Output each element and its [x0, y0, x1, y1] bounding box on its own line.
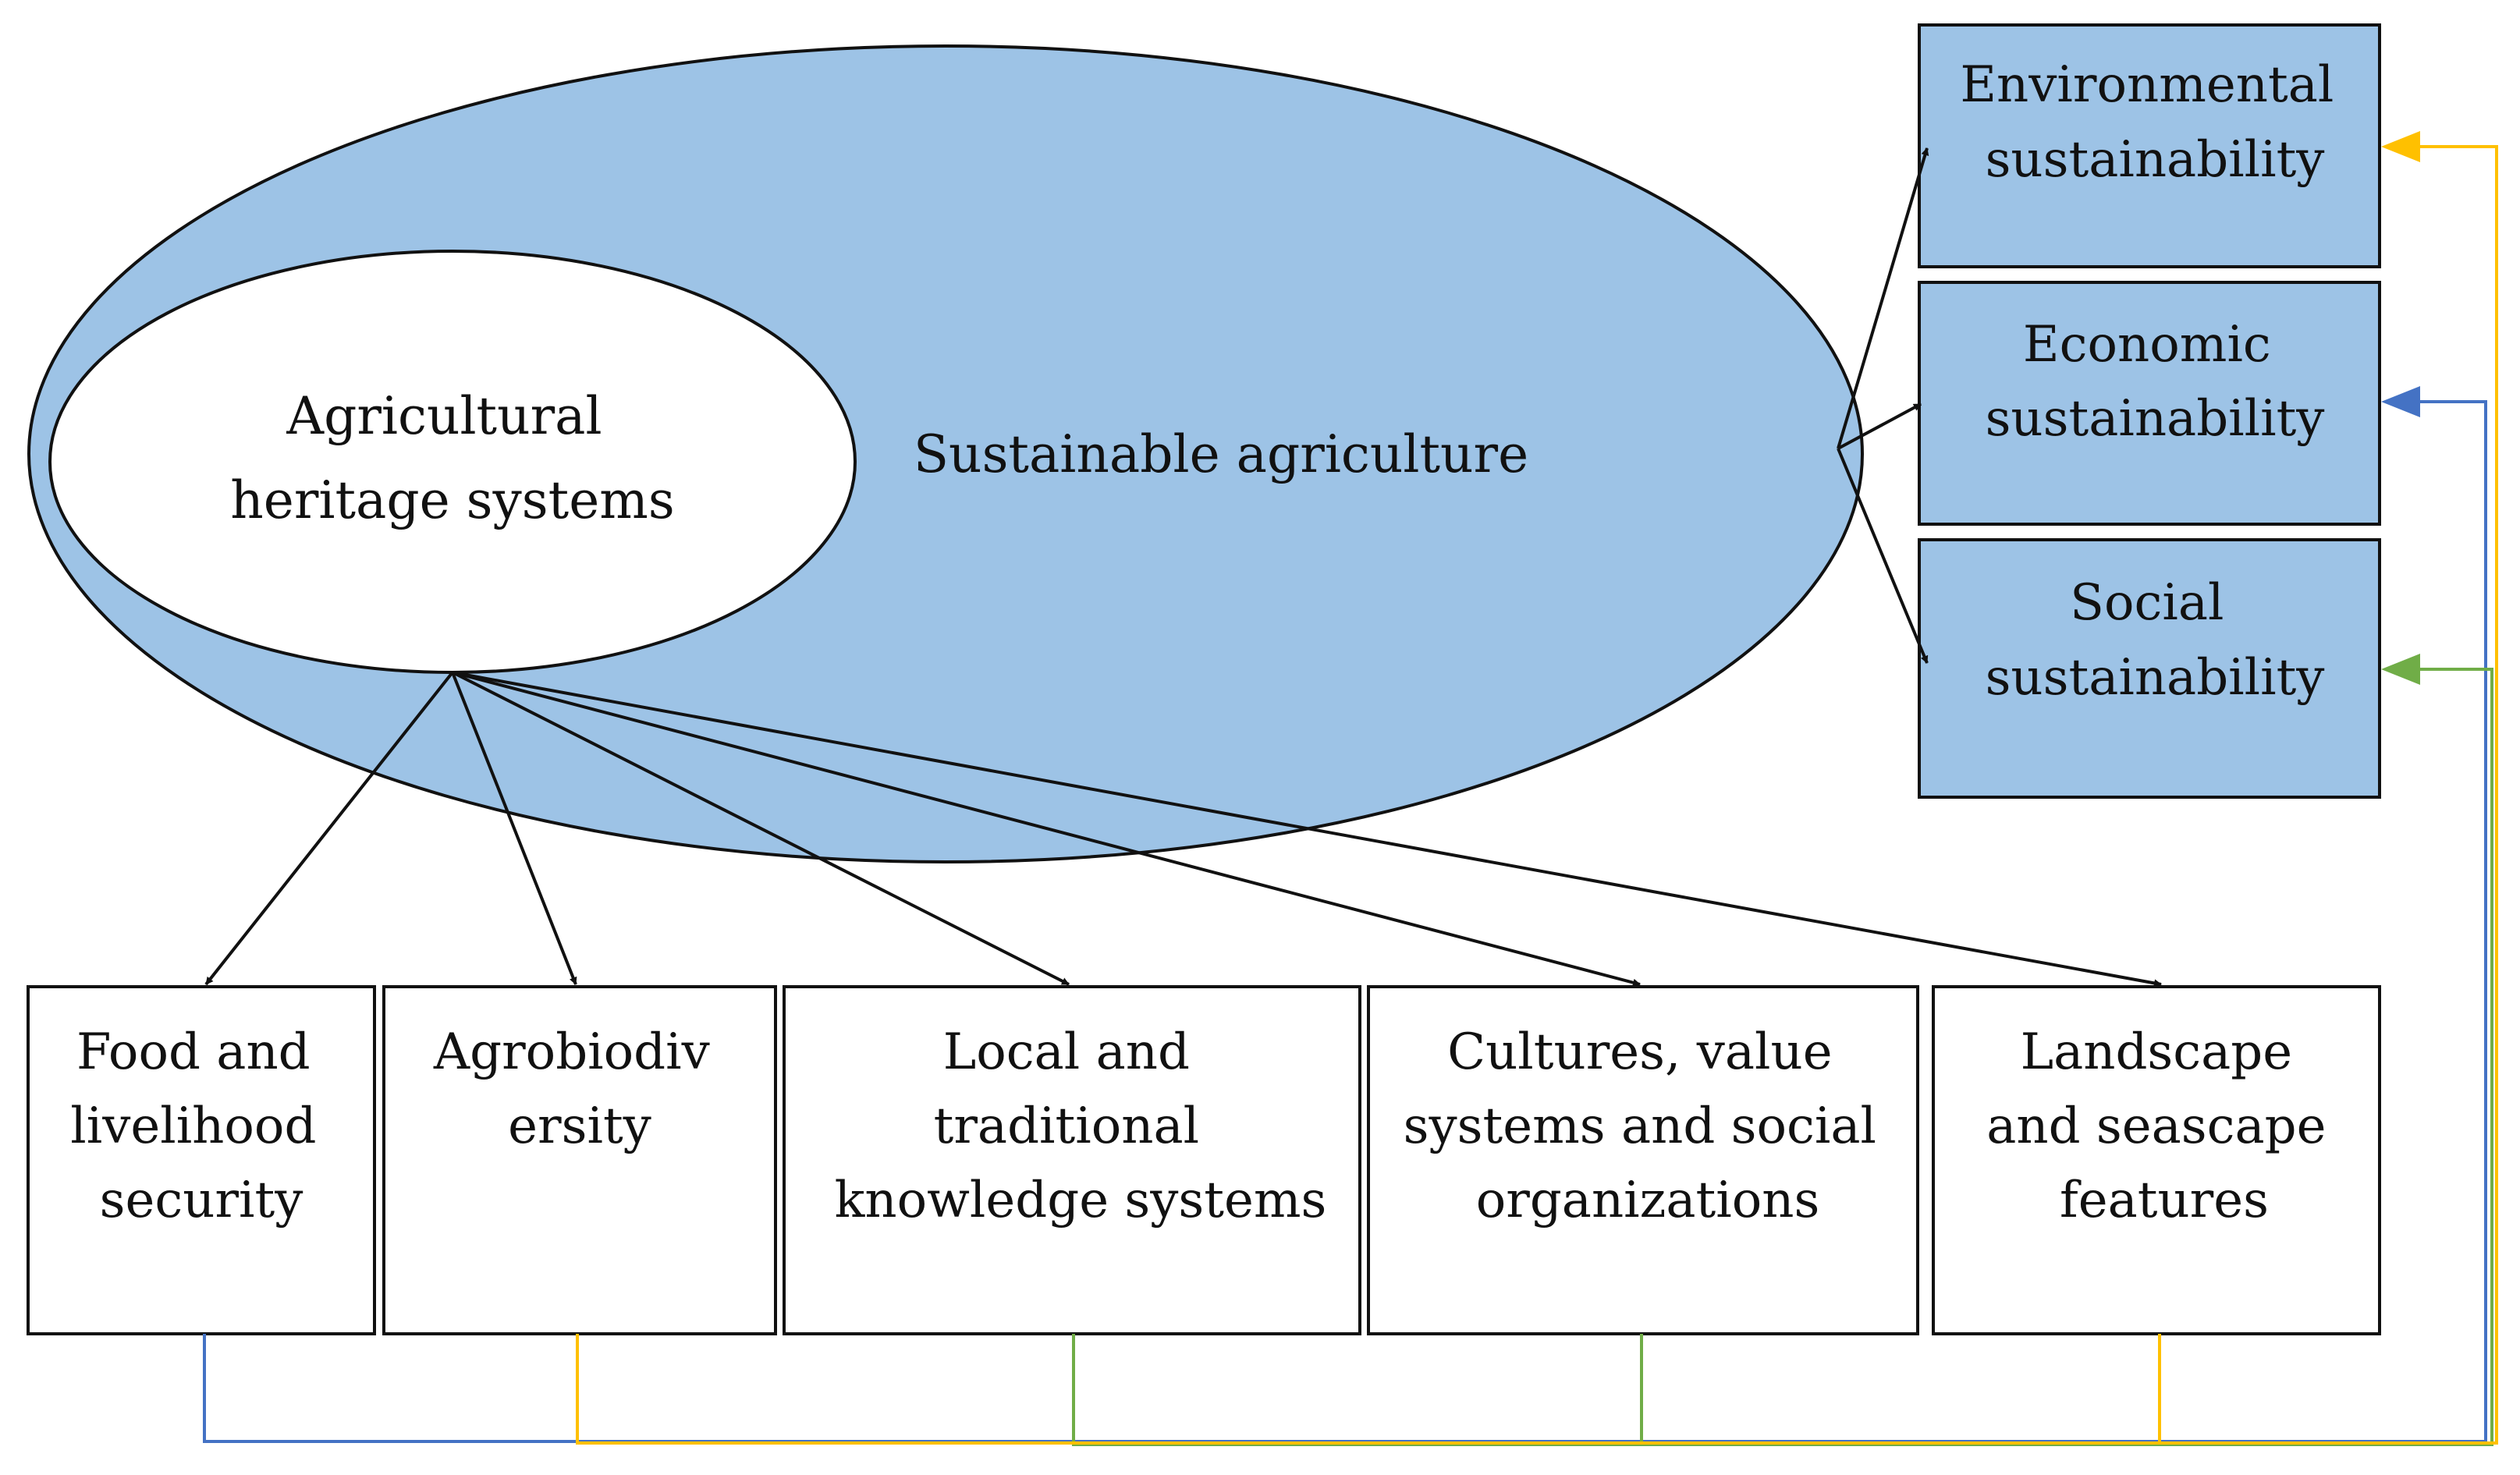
arrow-to-landscape — [452, 671, 2162, 987]
social-line-1: Social — [2070, 574, 2224, 632]
feedback-arrowhead-environmental — [2381, 131, 2420, 162]
component-box-agrobiodiversity: Agrobiodiv ersity — [382, 985, 777, 1335]
knowledge-line-1: Local and — [943, 1023, 1190, 1081]
arrow-to-environmental — [1837, 147, 1929, 449]
feedback-connectors — [203, 131, 2498, 1446]
component-box-knowledge: Local and traditional knowledge systems — [783, 985, 1361, 1335]
economic-line-1: Economic — [2023, 316, 2271, 374]
sustainability-box-social: Social sustainability — [1918, 538, 2381, 799]
component-box-food: Food and livelihood security — [27, 985, 376, 1335]
component-box-landscape: Landscape and seascape features — [1932, 985, 2381, 1335]
sustainability-box-environmental: Environmental sustainability — [1918, 23, 2381, 268]
landscape-line-2: and seascape — [1986, 1097, 2326, 1155]
arrow-to-social — [1837, 448, 1929, 664]
environmental-line-2: sustainability — [1986, 131, 2325, 189]
sustainability-box-economic: Economic sustainability — [1918, 281, 2381, 526]
arrow-to-knowledge — [452, 671, 1070, 986]
agricultural-heritage-line-1: Agricultural — [286, 386, 602, 446]
agrobiodiversity-line-1: Agrobiodiv — [433, 1023, 710, 1081]
feedback-arrowhead-social — [2381, 654, 2420, 685]
component-arrows — [204, 671, 2162, 987]
agrobiodiversity-line-2: ersity — [508, 1097, 651, 1155]
agricultural-heritage-line-2: heritage systems — [230, 470, 674, 530]
feedback-arrowhead-economic — [2381, 386, 2420, 417]
social-line-2: sustainability — [1986, 649, 2325, 707]
arrow-to-food — [204, 671, 454, 986]
economic-line-2: sustainability — [1986, 390, 2325, 448]
landscape-line-3: features — [2060, 1172, 2269, 1229]
sustainable-agriculture-label: Sustainable agriculture — [914, 424, 1528, 484]
arrow-to-cultures — [452, 671, 1641, 987]
knowledge-line-3: knowledge systems — [835, 1172, 1327, 1229]
cultures-line-3: organizations — [1476, 1172, 1820, 1229]
svg-text:Agrobiodiv ersity: Agrobiodiv ersity — [433, 1023, 726, 1155]
environmental-line-1: Environmental — [1960, 56, 2334, 114]
component-box-cultures: Cultures, value systems and social organ… — [1367, 985, 1919, 1335]
svg-text:Environmental sustainabi: Environmental sustainability — [1960, 56, 2349, 189]
cultures-line-2: systems and social — [1404, 1097, 1876, 1155]
arrow-to-agrobiodiversity — [451, 672, 577, 985]
svg-text:Cultures, value systems: Cultures, value systems and social organ… — [1404, 1023, 1893, 1229]
svg-text:Economic sustainability: Economic sustainability — [1986, 316, 2325, 448]
feedback-line-environmental — [576, 145, 2498, 1445]
food-line-1: Food and — [76, 1023, 311, 1081]
svg-text:Social sustainability: Social sustainability — [1986, 574, 2325, 707]
svg-text:Landscape and seascape: Landscape and seascape features — [1986, 1023, 2342, 1229]
agricultural-heritage-label: Agricultural heritage systems — [230, 386, 674, 530]
agricultural-heritage-ellipse — [48, 250, 857, 674]
svg-text:Food and livelihood: Food and livelihood security — [70, 1023, 332, 1229]
knowledge-line-2: traditional — [934, 1097, 1199, 1155]
cultures-line-1: Cultures, value — [1447, 1023, 1832, 1081]
svg-text:Local and traditional: Local and traditional knowledge systems — [835, 1023, 1327, 1229]
landscape-line-1: Landscape — [2021, 1023, 2293, 1081]
food-line-3: security — [100, 1172, 303, 1229]
food-line-2: livelihood — [70, 1097, 316, 1155]
arrow-to-economic — [1837, 402, 1922, 450]
